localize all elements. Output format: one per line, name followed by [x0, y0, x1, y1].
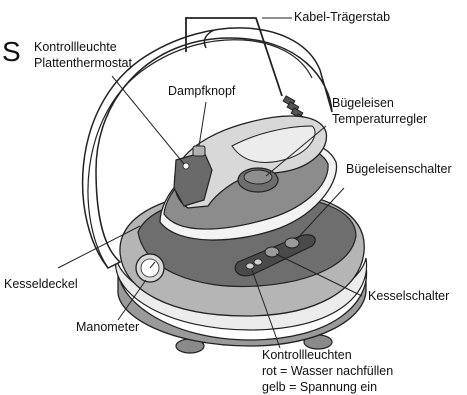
label-kontrollleuchte-line1: Kontrollleuchte: [34, 40, 117, 55]
label-dampfknopf: Dampfknopf: [168, 84, 235, 99]
corner-letter: S: [2, 38, 21, 66]
label-kontrollleuchte-line2: Plattenthermostat: [34, 56, 132, 71]
label-buegeleisen-temp-line1: Bügeleisen: [332, 96, 394, 111]
steam-button: [193, 146, 205, 156]
label-kontrollleuchten-line1: Kontrollleuchten: [262, 348, 352, 363]
label-buegeleisen-temp-line2: Temperaturregler: [332, 112, 427, 127]
label-kontrollleuchten-line2: rot = Wasser nachfüllen: [262, 364, 393, 379]
label-buegeleisenschalter: Bügeleisenschalter: [346, 162, 452, 177]
label-manometer: Manometer: [76, 320, 139, 335]
control-light-red: [246, 263, 254, 269]
temperature-dial-top: [244, 170, 272, 184]
label-kesselschalter: Kesselschalter: [368, 289, 449, 304]
label-kontrollleuchten-line3: gelb = Spannung ein: [262, 380, 377, 395]
label-kesseldeckel: Kesseldeckel: [4, 277, 78, 292]
boiler-switch-button: [265, 247, 279, 257]
label-kabel-traegerstab: Kabel-Trägerstab: [294, 10, 390, 25]
control-light-yellow: [254, 259, 262, 265]
